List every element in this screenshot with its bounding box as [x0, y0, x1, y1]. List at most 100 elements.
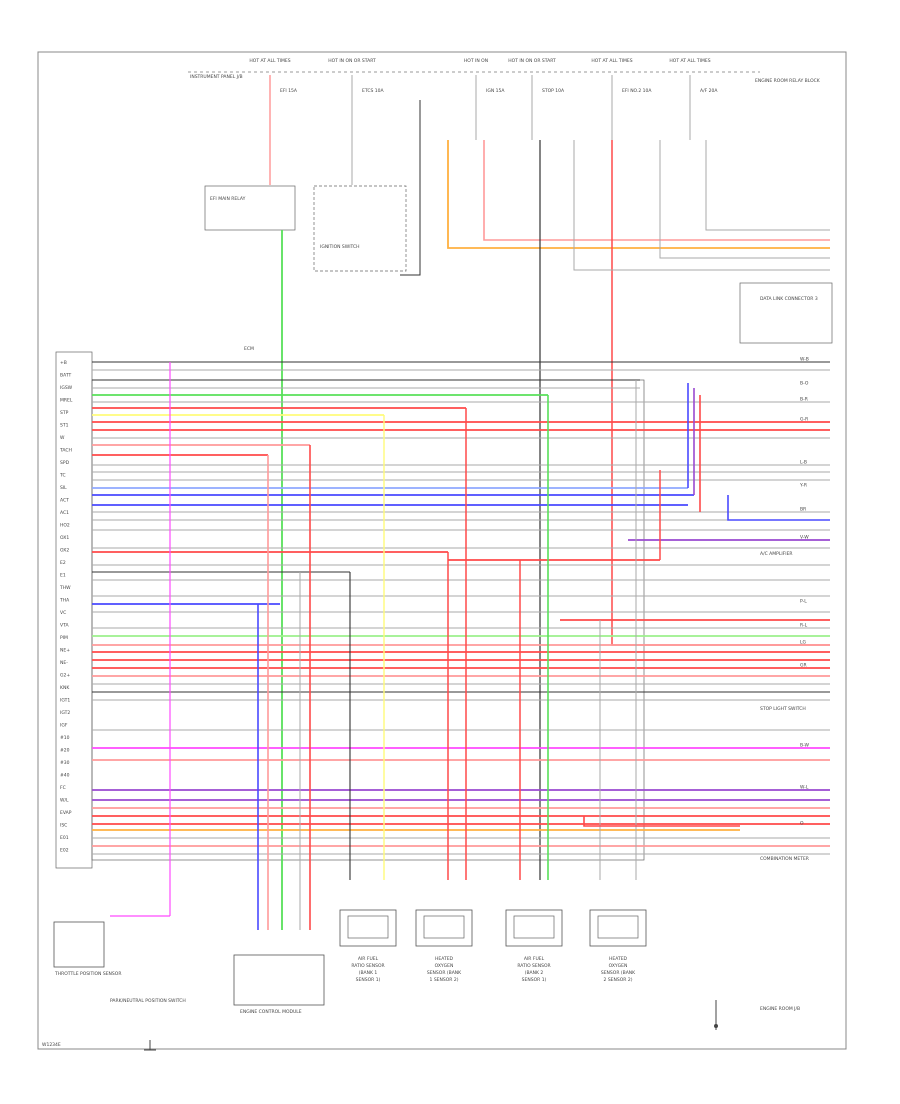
wire-code-label: O	[800, 821, 804, 827]
oxygen-sensor-3	[505, 909, 563, 947]
ecm-pin-label: IGT1	[60, 698, 70, 704]
wire-blue	[727, 495, 830, 521]
sensor-element	[347, 915, 389, 939]
sensor-label: AIR FUEL	[358, 956, 379, 962]
ecm-pin-label: ISC	[60, 823, 67, 829]
power-source-label: HOT IN ON	[464, 58, 488, 64]
sensor-label: RATIO SENSOR	[517, 963, 550, 969]
sensor-label: (BANK 1	[359, 970, 378, 976]
ecm-pin-label: SIL	[60, 485, 67, 491]
relay-label: EFI MAIN RELAY	[210, 196, 246, 202]
wire-group	[92, 75, 830, 930]
sensor-label: HEATED	[609, 956, 628, 962]
ecm-pin-label: THW	[59, 585, 71, 591]
sensor-label: SENSOR (BANK	[427, 970, 462, 976]
engine-control-connector	[233, 954, 325, 1006]
wire-code-label: W-L	[800, 785, 809, 791]
efi-relay-box	[204, 185, 296, 231]
wire-code-label: BR	[800, 507, 806, 513]
wire-code-label: LG	[800, 640, 807, 646]
ecm-pin-label: +B	[60, 360, 67, 366]
wire-code-label: V-W	[800, 535, 809, 541]
power-source-label: HOT IN ON OR START	[508, 58, 556, 64]
footer-code: W1234E	[42, 1042, 61, 1048]
ecm-pin-label: HO2	[60, 523, 70, 529]
label-group: HOT AT ALL TIMES EFI 15A HOT IN ON OR STAR…	[54, 58, 821, 1015]
wire-code-label: G-R	[800, 417, 808, 423]
fuse-label: STOP 10A	[542, 88, 565, 94]
oxygen-sensor-1	[339, 909, 397, 947]
ecm-pin-label: STP	[60, 410, 69, 416]
wire-pink	[483, 140, 830, 241]
component-label: ENGINE ROOM J/B	[760, 1006, 800, 1012]
ecm-pin-label: ACT	[60, 498, 69, 504]
ecm-pin-label: #40	[60, 773, 70, 779]
ecm-pin-label: NE-	[60, 660, 68, 666]
ecm-pin-label: W/L	[60, 798, 69, 804]
power-source-label: HOT AT ALL TIMES	[591, 58, 632, 64]
sensor-element	[423, 915, 465, 939]
sensor-label: SENSOR 1)	[522, 977, 547, 983]
ecm-pin-label: #10	[60, 735, 70, 741]
sensor-label: OXYGEN	[435, 963, 454, 969]
ecm-pin-label: E01	[60, 835, 69, 841]
sensor-label: SENSOR 1)	[356, 977, 381, 983]
ecm-pin-label: E02	[60, 848, 69, 854]
sensor-label: OXYGEN	[609, 963, 628, 969]
oxygen-sensor-2	[415, 909, 473, 947]
ecm-pin-label: TACH	[59, 448, 72, 454]
fuse-label: A/F 20A	[700, 88, 718, 94]
fuse-label: ETCS 10A	[362, 88, 384, 94]
power-source-label: HOT AT ALL TIMES	[669, 58, 710, 64]
ground-symbol-right	[714, 1000, 718, 1030]
ecm-pin-label: THA	[59, 598, 70, 604]
power-source-label: HOT IN ON OR START	[328, 58, 376, 64]
diagram-frame	[37, 51, 847, 1050]
wire-code-label: R-L	[800, 623, 808, 629]
ignition-switch-box	[313, 185, 407, 272]
ecm-pin-label: EVAP	[60, 810, 72, 816]
ecm-pin-label: W	[60, 435, 65, 441]
sensor-element	[597, 915, 639, 939]
sensor-label: RATIO SENSOR	[351, 963, 384, 969]
sensor-label: AIR FUEL	[524, 956, 545, 962]
component-label: DATA LINK CONNECTOR 3	[760, 296, 818, 302]
ecm-label: ECM	[244, 346, 254, 352]
sensor-label: 1 SENSOR 2)	[430, 977, 459, 983]
throttle-sensor-label: THROTTLE POSITION SENSOR	[54, 971, 121, 977]
ecm-pin-label: IGT2	[60, 710, 70, 716]
ecm-pin-label: PIM	[60, 635, 68, 641]
ecm-connector-label: ENGINE CONTROL MODULE	[240, 1009, 302, 1015]
wire-code-label: B-O	[800, 381, 809, 387]
fuse-label: EFI 15A	[280, 88, 298, 94]
sensor-label: SENSOR (BANK	[601, 970, 636, 976]
right-relay-box	[739, 282, 833, 344]
wire-orange	[447, 140, 830, 249]
ecm-pin-label: IGSW	[60, 385, 73, 391]
sensor-label: (BANK 2	[525, 970, 544, 976]
ecm-pin-label: MREL	[60, 398, 73, 404]
ecm-pin-label: OX1	[60, 535, 69, 541]
relay-block-label: ENGINE ROOM RELAY BLOCK	[755, 78, 821, 84]
ecm-pin-label: KNK	[60, 685, 70, 691]
ecm-pin-label: #30	[60, 760, 70, 766]
wire-code-label: P-L	[800, 599, 807, 605]
sensor-group	[339, 909, 647, 947]
sensor-element	[513, 915, 555, 939]
throttle-sensor-box	[53, 921, 105, 968]
wire-gray	[705, 140, 830, 231]
ecm-pin-label: E2	[60, 560, 66, 566]
ecm-pin-label: NE+	[60, 648, 70, 654]
sensor-label: 2 SENSOR 2)	[604, 977, 633, 983]
wire-code-label: L-B	[800, 460, 807, 466]
park-neutral-label: PARK/NEUTRAL POSITION SWITCH	[110, 998, 186, 1004]
fuse-label: EFI NO.2 10A	[622, 88, 652, 94]
power-source-label: HOT AT ALL TIMES	[249, 58, 290, 64]
ecm-pin-label: FC	[60, 785, 66, 791]
ecm-pin-label: #20	[60, 748, 70, 754]
component-label: A/C AMPLIFIER	[760, 551, 793, 557]
wire-code-label: B-R	[800, 397, 808, 403]
ecm-pin-label: VC	[60, 610, 66, 616]
